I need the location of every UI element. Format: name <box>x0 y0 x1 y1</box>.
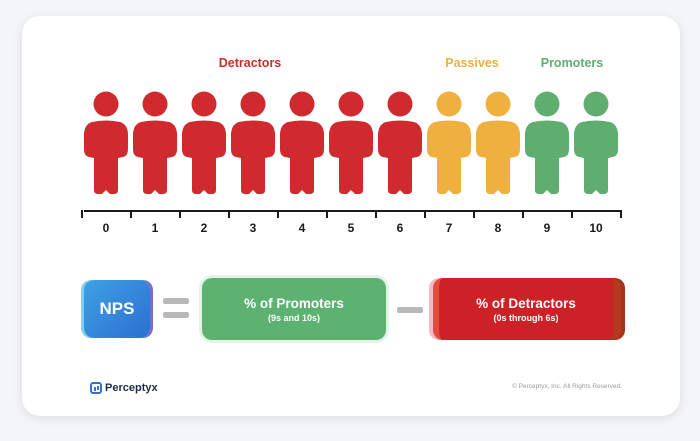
axis-tick <box>129 210 132 218</box>
score-label-1: 1 <box>151 221 159 235</box>
detractors-label: Detractors <box>218 56 282 70</box>
axis-tick <box>325 210 328 218</box>
person-body <box>84 120 128 194</box>
score-label-5: 5 <box>347 221 355 235</box>
person-head <box>387 91 413 117</box>
person-head <box>191 91 217 117</box>
score-label-3: 3 <box>249 221 257 235</box>
score-label-8: 8 <box>494 221 502 235</box>
person-icon-score-9 <box>525 91 569 194</box>
person-icon-score-0 <box>84 91 128 194</box>
axis-tick <box>227 210 230 218</box>
person-head <box>289 91 315 117</box>
detractors-box-subtitle: (0s through 6s) <box>493 312 559 323</box>
axis-tick <box>178 210 181 218</box>
axis-tick <box>423 210 426 218</box>
nps-label: NPS <box>99 299 135 318</box>
person-body <box>280 120 324 194</box>
person-head <box>583 91 609 117</box>
axis-tick <box>619 210 622 218</box>
brand-name: Perceptyx <box>105 382 158 394</box>
axis-tick <box>276 210 279 218</box>
person-body <box>378 120 422 194</box>
promoters-box: % of Promoters (9s and 10s) <box>202 278 386 340</box>
score-label-0: 0 <box>102 221 110 235</box>
person-head <box>534 91 560 117</box>
person-icon-score-2 <box>182 91 226 194</box>
person-icon-score-3 <box>231 91 275 194</box>
person-head <box>142 91 168 117</box>
perceptyx-logo: Perceptyx <box>90 382 158 394</box>
person-icon-score-6 <box>378 91 422 194</box>
score-label-6: 6 <box>396 221 404 235</box>
score-label-2: 2 <box>200 221 208 235</box>
perceptyx-logo-icon <box>90 382 102 394</box>
axis-tick <box>521 210 524 218</box>
promoters-box-subtitle: (9s and 10s) <box>267 312 321 323</box>
person-body <box>133 120 177 194</box>
person-icon-score-1 <box>133 91 177 194</box>
person-body <box>231 120 275 194</box>
person-icon-score-4 <box>280 91 324 194</box>
score-label-9: 9 <box>543 221 551 235</box>
equals-sign-bottom-bar <box>163 312 189 318</box>
promoters-label: Promoters <box>540 56 604 70</box>
score-label-10: 10 <box>589 221 603 235</box>
person-icon-score-8 <box>476 91 520 194</box>
minus-sign <box>397 307 423 313</box>
person-body <box>427 120 471 194</box>
person-icon-score-7 <box>427 91 471 194</box>
person-head <box>93 91 119 117</box>
person-body <box>182 120 226 194</box>
passives-label: Passives <box>445 56 499 70</box>
person-head <box>338 91 364 117</box>
score-label-7: 7 <box>445 221 453 235</box>
person-body <box>476 120 520 194</box>
promoters-box-title: % of Promoters <box>244 295 344 311</box>
person-body <box>329 120 373 194</box>
detractors-box-title: % of Detractors <box>476 295 576 311</box>
equals-sign-top-bar <box>163 298 189 304</box>
copyright-notice: © Perceptyx, Inc. All Rights Reserved. <box>512 383 622 390</box>
person-icon-score-5 <box>329 91 373 194</box>
nps-card <box>22 16 680 416</box>
axis-tick <box>570 210 573 218</box>
person-icon-score-10 <box>574 91 618 194</box>
detractors-box: % of Detractors (0s through 6s) <box>433 278 621 340</box>
score-axis <box>84 210 622 212</box>
axis-tick <box>472 210 475 218</box>
person-head <box>485 91 511 117</box>
person-head <box>240 91 266 117</box>
person-body <box>525 120 569 194</box>
axis-tick <box>80 210 83 218</box>
score-label-4: 4 <box>298 221 306 235</box>
person-body <box>574 120 618 194</box>
person-head <box>436 91 462 117</box>
axis-tick <box>374 210 377 218</box>
nps-box: NPS <box>84 280 150 338</box>
